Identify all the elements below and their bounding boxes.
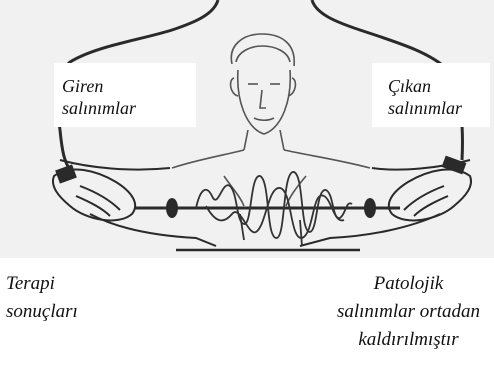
right-hand-electrode [389, 157, 471, 221]
pathological-oscillations-label: Patolojik salınımlar ortadan kaldırılmış… [337, 270, 480, 354]
left-hand-electrode [53, 166, 135, 221]
therapy-illustration [0, 0, 494, 258]
label-line: salınımlar ortadan [337, 298, 480, 326]
person-figure [172, 34, 370, 206]
label-line: salınımlar [388, 97, 462, 119]
incoming-oscillations-label: Giren salınımlar [62, 75, 136, 119]
therapy-results-label: Terapi sonuçları [6, 270, 78, 326]
arm-left [60, 160, 170, 170]
label-line: Terapi [6, 270, 78, 298]
electrode-dot-right [364, 198, 376, 218]
electrode-dot-left [166, 198, 178, 218]
label-line: Çıkan [388, 75, 462, 97]
label-line: Patolojik [337, 270, 480, 298]
body-outline-right [300, 214, 440, 246]
label-line: Giren [62, 75, 136, 97]
label-line: sonuçları [6, 298, 78, 326]
label-line: salınımlar [62, 97, 136, 119]
outgoing-oscillations-label: Çıkan salınımlar [388, 75, 462, 119]
label-line: kaldırılmıştır [337, 326, 480, 354]
body-outline-left [90, 214, 216, 246]
